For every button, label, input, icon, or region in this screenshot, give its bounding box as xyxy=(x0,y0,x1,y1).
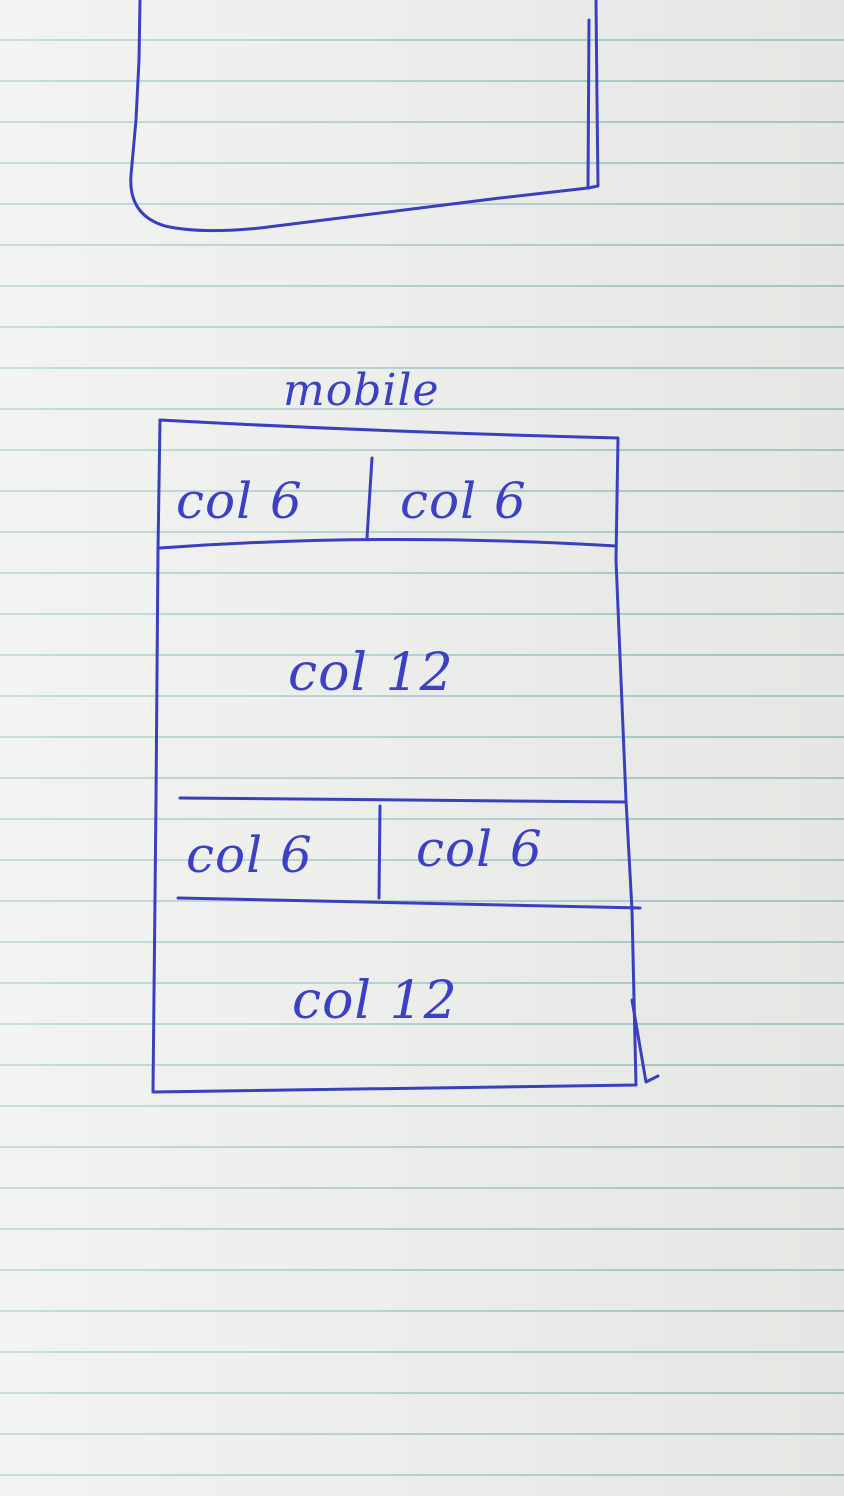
row-1-cell-2-label: col 6 xyxy=(400,472,527,530)
row-2-cell-label: col 12 xyxy=(288,643,454,703)
row-4-cell-label: col 12 xyxy=(292,971,458,1031)
row-divider-2 xyxy=(178,796,628,804)
row-3-cell-2-label: col 6 xyxy=(416,820,543,878)
row-3-cell-1-label: col 6 xyxy=(186,826,313,884)
row-1-cell-1-label: col 6 xyxy=(176,472,303,530)
upper-sketch-box xyxy=(129,0,600,233)
frame-corner-mark xyxy=(630,998,660,1084)
col-divider-row-1 xyxy=(365,456,374,540)
row-divider-1 xyxy=(158,537,618,550)
diagram-title: mobile xyxy=(283,365,440,416)
row-divider-3 xyxy=(176,896,642,910)
col-divider-row-3 xyxy=(377,804,382,900)
mobile-frame xyxy=(151,418,638,1094)
